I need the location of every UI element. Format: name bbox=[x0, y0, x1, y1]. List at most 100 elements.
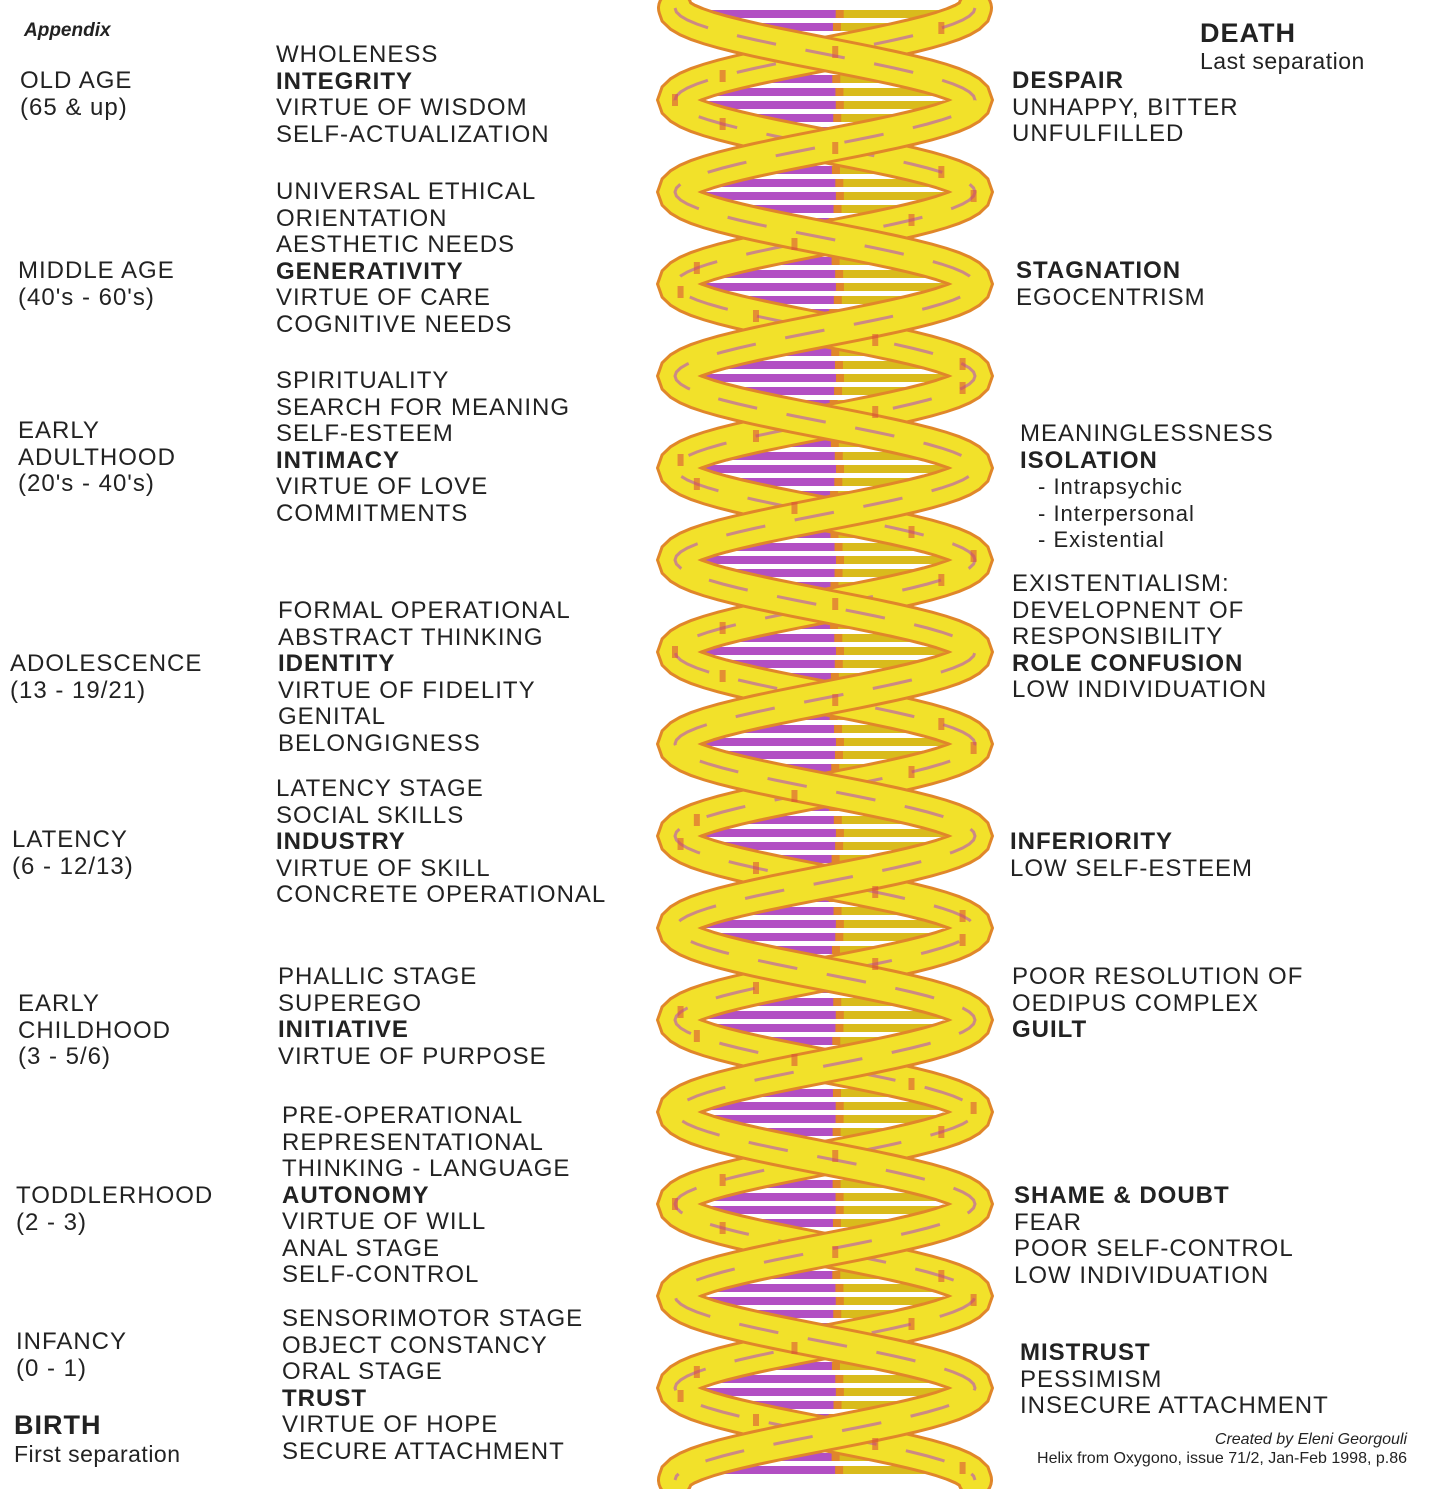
virtue-item: VIRTUE OF WISDOM bbox=[276, 95, 550, 122]
virtue-item: ORAL STAGE bbox=[282, 1359, 583, 1386]
helix-marker bbox=[720, 70, 726, 82]
crisis-item: MEANINGLESSNESS bbox=[1020, 421, 1274, 448]
helix-marker bbox=[672, 646, 678, 658]
stage-ages: (2 - 3) bbox=[16, 1210, 213, 1237]
virtue-item: ORIENTATION bbox=[276, 206, 536, 233]
stage-ages: (13 - 19/21) bbox=[10, 678, 202, 705]
helix-base-pair-join bbox=[836, 1011, 844, 1019]
virtue-item: ABSTRACT THINKING bbox=[278, 625, 571, 652]
helix-marker bbox=[960, 1462, 966, 1474]
helix-base-pair-join bbox=[834, 296, 842, 304]
virtue-item: SELF-CONTROL bbox=[282, 1262, 570, 1289]
helix-base-pair-join bbox=[836, 101, 844, 109]
helix-marker bbox=[872, 886, 878, 898]
virtue-item: PHALLIC STAGE bbox=[278, 964, 547, 991]
helix-marker bbox=[720, 1222, 726, 1234]
helix-marker bbox=[672, 94, 678, 106]
crisis-item: - Intrapsychic bbox=[1020, 474, 1274, 501]
helix-base-pair-join bbox=[832, 1362, 840, 1370]
helix-base-pair-join bbox=[835, 933, 843, 941]
helix-marker bbox=[971, 742, 977, 754]
helix-base-pair-join bbox=[832, 166, 840, 174]
helix-marker bbox=[753, 862, 759, 874]
helix-base-pair-join bbox=[835, 452, 843, 460]
helix-base-pair-join bbox=[836, 1102, 844, 1110]
helix-marker bbox=[753, 1414, 759, 1426]
stage-name-line2: ADULTHOOD bbox=[18, 445, 176, 472]
helix-marker bbox=[694, 478, 700, 490]
helix-base-pair-join bbox=[835, 569, 843, 577]
helix-marker bbox=[909, 1318, 915, 1330]
death-title: DEATH bbox=[1200, 18, 1296, 49]
helix-base-pair-join bbox=[835, 88, 843, 96]
helix-marker bbox=[872, 1438, 878, 1450]
stage-ages: (6 - 12/13) bbox=[12, 854, 134, 881]
helix-base-pair-join bbox=[836, 556, 844, 564]
helix-marker bbox=[791, 790, 797, 802]
helix-marker bbox=[938, 1270, 944, 1282]
stage-name: MIDDLE AGE bbox=[18, 258, 175, 285]
crisis-key-term: MISTRUST bbox=[1020, 1340, 1329, 1367]
helix-marker bbox=[938, 1126, 944, 1138]
virtue-item: REPRESENTATIONAL bbox=[282, 1130, 570, 1157]
helix-marker bbox=[694, 814, 700, 826]
stage-name: LATENCY bbox=[12, 827, 134, 854]
helix-marker bbox=[909, 1078, 915, 1090]
birth-subtitle: First separation bbox=[14, 1441, 181, 1468]
crisis-item: DEVELOPNENT OF bbox=[1012, 598, 1267, 625]
stage-label: INFANCY(0 - 1) bbox=[16, 1329, 127, 1382]
helix-marker bbox=[753, 430, 759, 442]
helix-marker bbox=[971, 190, 977, 202]
helix-base-pair-join bbox=[833, 23, 841, 31]
helix-base-pair-join bbox=[833, 114, 841, 122]
helix-marker bbox=[720, 1174, 726, 1186]
dna-helix-illustration bbox=[655, 0, 1000, 1489]
helix-base-pair-join bbox=[835, 842, 843, 850]
virtue-item: BELONGIGNESS bbox=[278, 731, 571, 758]
stage-label: LATENCY(6 - 12/13) bbox=[12, 827, 134, 880]
virtue-item: VIRTUE OF HOPE bbox=[282, 1412, 583, 1439]
virtue-item: SELF-ESTEEM bbox=[276, 421, 570, 448]
stage-label: EARLYCHILDHOOD(3 - 5/6) bbox=[18, 991, 171, 1071]
helix-base-pair-join bbox=[833, 1219, 841, 1227]
helix-marker bbox=[678, 1006, 684, 1018]
helix-base-pair-join bbox=[835, 543, 843, 551]
helix-marker bbox=[832, 694, 838, 706]
stage-name: INFANCY bbox=[16, 1329, 127, 1356]
helix-marker bbox=[832, 142, 838, 154]
birth-title: BIRTH bbox=[14, 1410, 102, 1441]
stage-ages: (65 & up) bbox=[20, 95, 132, 122]
helix-marker bbox=[909, 766, 915, 778]
stage-ages: (20's - 40's) bbox=[18, 471, 176, 498]
helix-marker bbox=[791, 238, 797, 250]
stage-virtues: PRE-OPERATIONALREPRESENTATIONALTHINKING … bbox=[282, 1103, 570, 1289]
helix-base-pair-join bbox=[836, 829, 844, 837]
crisis-key-term: INFERIORITY bbox=[1010, 829, 1253, 856]
helix-base-pair-join bbox=[836, 1297, 844, 1305]
stage-ages: (0 - 1) bbox=[16, 1356, 127, 1383]
helix-marker bbox=[832, 1246, 838, 1258]
helix-base-pair-join bbox=[836, 1206, 844, 1214]
crisis-item: LOW SELF-ESTEEM bbox=[1010, 856, 1253, 883]
helix-base-pair-join bbox=[836, 647, 844, 655]
stage-label: ADOLESCENCE(13 - 19/21) bbox=[10, 651, 202, 704]
helix-base-pair-join bbox=[832, 75, 840, 83]
crisis-item: UNFULFILLED bbox=[1012, 121, 1239, 148]
virtue-key-term: GENERATIVITY bbox=[276, 259, 536, 286]
helix-base-pair-join bbox=[832, 1037, 840, 1045]
crisis-item: LOW INDIVIDUATION bbox=[1014, 1263, 1294, 1290]
helix-base-pair-join bbox=[834, 725, 842, 733]
helix-base-pair-join bbox=[832, 1271, 840, 1279]
helix-marker bbox=[872, 406, 878, 418]
helix-base-pair-join bbox=[834, 634, 842, 642]
helix-marker bbox=[872, 334, 878, 346]
helix-base-pair-join bbox=[836, 920, 844, 928]
helix-base-pair-join bbox=[836, 374, 844, 382]
stage-virtues: LATENCY STAGESOCIAL SKILLSINDUSTRYVIRTUE… bbox=[276, 776, 606, 909]
helix-base-pair-join bbox=[834, 205, 842, 213]
stage-crisis: MEANINGLESSNESSISOLATION- Intrapsychic- … bbox=[1020, 421, 1274, 554]
helix-base-pair-join bbox=[835, 1024, 843, 1032]
virtue-item: THINKING - LANGUAGE bbox=[282, 1156, 570, 1183]
crisis-item: POOR RESOLUTION OF bbox=[1012, 964, 1303, 991]
